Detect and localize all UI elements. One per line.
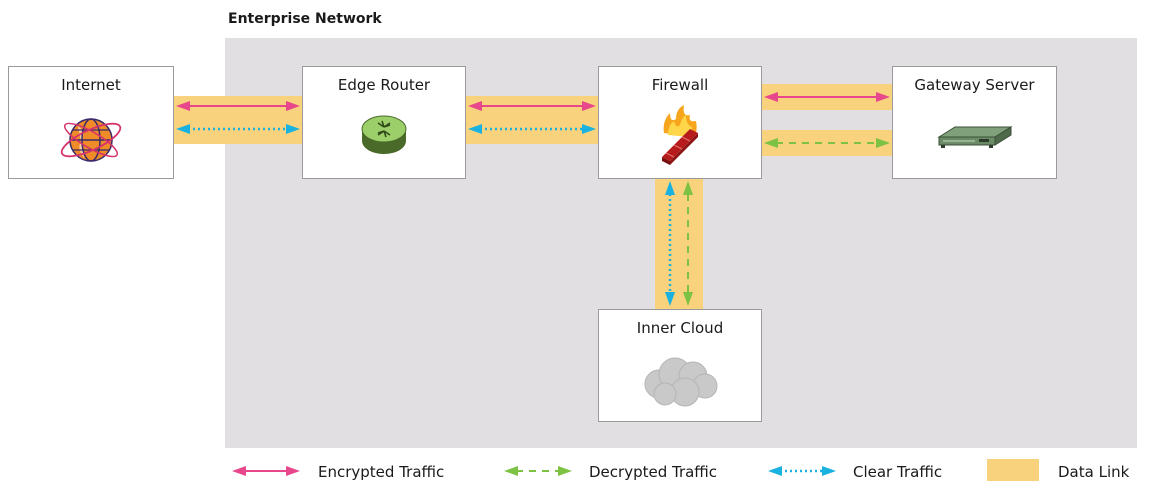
cloud-icon <box>644 357 718 407</box>
legend-decrypted-label: Decrypted Traffic <box>589 463 718 481</box>
server-icon <box>936 126 1013 148</box>
clear-arrow-internet-router <box>176 124 300 134</box>
gateway-server-label: Gateway Server <box>914 76 1035 94</box>
clear-arrow-firewall-cloud <box>665 181 675 306</box>
firewall-node[interactable]: Firewall <box>598 66 762 179</box>
legend-data-link-label: Data Link <box>1058 463 1130 481</box>
data-link-firewall-cloud <box>655 179 703 309</box>
legend-clear-label: Clear Traffic <box>853 463 943 481</box>
encrypted-arrow-router-firewall <box>468 101 596 111</box>
gateway-server-node[interactable]: Gateway Server <box>892 66 1057 179</box>
legend-clear-icon <box>768 466 836 476</box>
legend-data-link-swatch <box>987 459 1039 481</box>
edge-router-label: Edge Router <box>337 76 431 94</box>
clear-arrow-router-firewall <box>468 124 596 134</box>
encrypted-arrow-internet-router <box>176 101 300 111</box>
legend-encrypted-icon <box>232 466 300 476</box>
inner-cloud-node[interactable]: Inner Cloud <box>598 309 762 422</box>
region-title: Enterprise Network <box>228 11 382 27</box>
firewall-label: Firewall <box>651 76 709 94</box>
globe-icon <box>60 118 122 162</box>
legend-decrypted-icon <box>504 466 572 476</box>
decrypted-arrow-firewall-cloud <box>683 181 693 306</box>
data-link-internet-router <box>174 96 302 144</box>
firewall-icon <box>662 105 698 165</box>
data-link-router-firewall <box>466 96 598 144</box>
router-icon <box>361 115 407 154</box>
decrypted-arrow-firewall-gateway <box>764 138 890 148</box>
encrypted-arrow-firewall-gateway <box>764 92 890 102</box>
internet-node[interactable]: Internet <box>8 66 174 179</box>
inner-cloud-label: Inner Cloud <box>636 319 724 337</box>
internet-label: Internet <box>61 76 121 94</box>
edge-router-node[interactable]: Edge Router <box>302 66 466 179</box>
legend-encrypted-label: Encrypted Traffic <box>318 463 445 481</box>
